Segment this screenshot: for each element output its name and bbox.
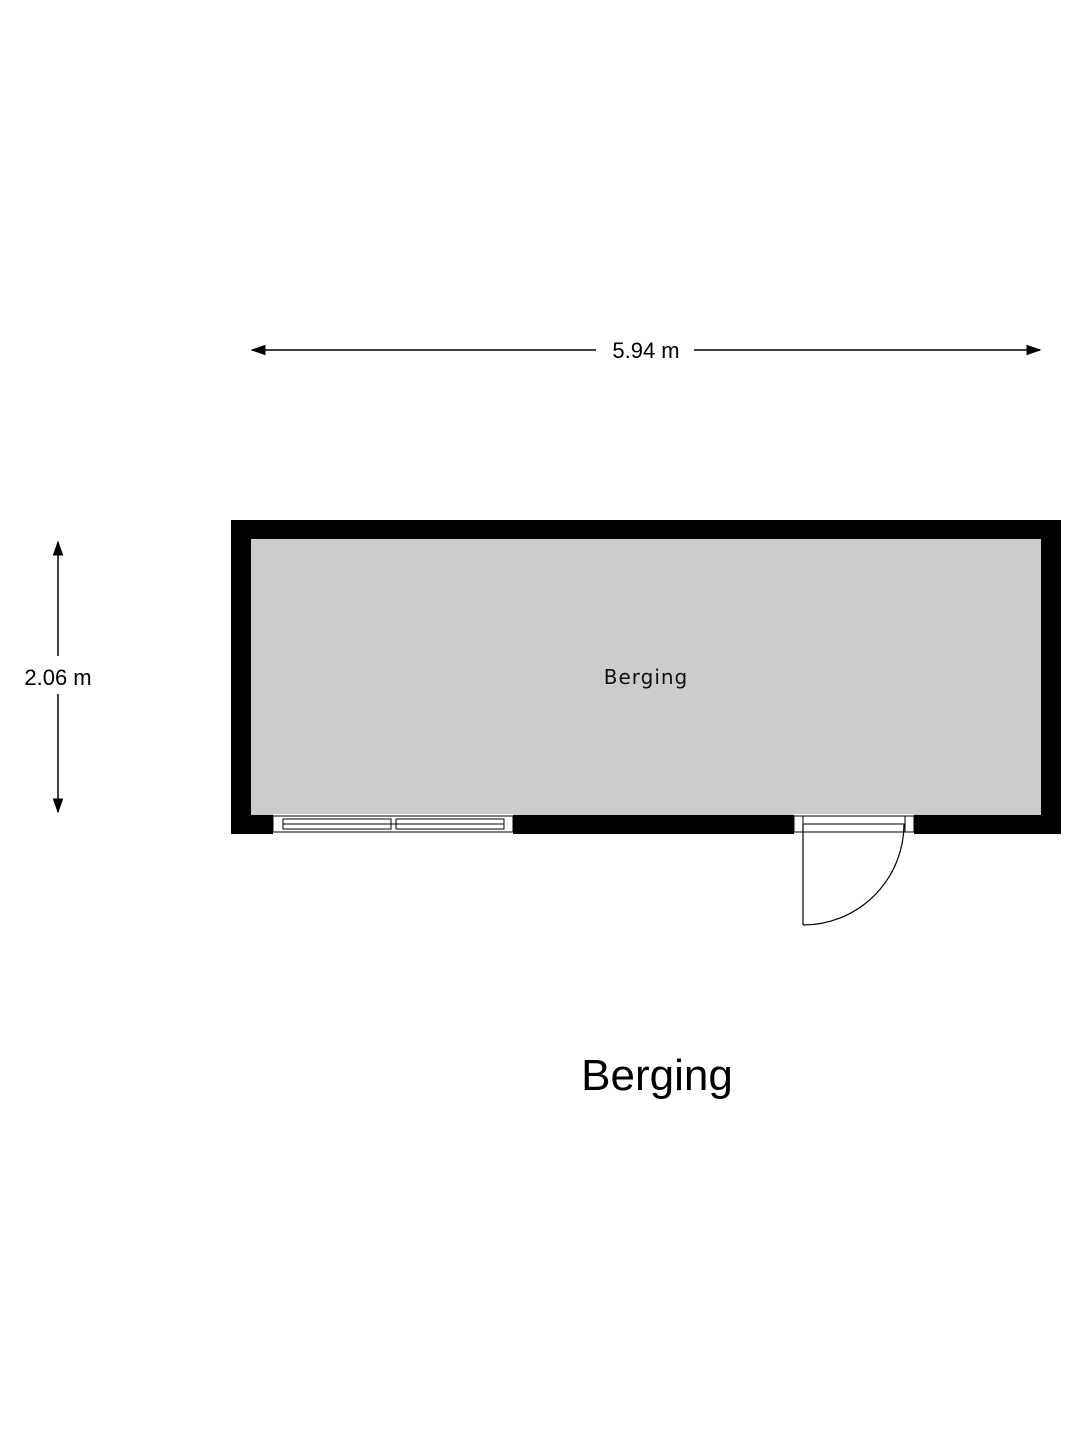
room-floor	[251, 539, 1041, 815]
room-label: Berging	[604, 665, 689, 689]
width-dimension: 5.94 m	[250, 338, 1042, 363]
width-dimension-label: 5.94 m	[612, 338, 679, 363]
window	[272, 814, 514, 835]
door-jamb-left	[793, 815, 804, 833]
height-dimension: 2.06 m	[24, 540, 92, 814]
room-berging: Berging	[231, 520, 1061, 834]
door-swing-arc	[802, 823, 905, 926]
door	[793, 814, 915, 926]
height-dimension-label: 2.06 m	[24, 665, 91, 690]
door-jamb-right	[904, 815, 915, 833]
floor-title: Berging	[581, 1051, 733, 1100]
